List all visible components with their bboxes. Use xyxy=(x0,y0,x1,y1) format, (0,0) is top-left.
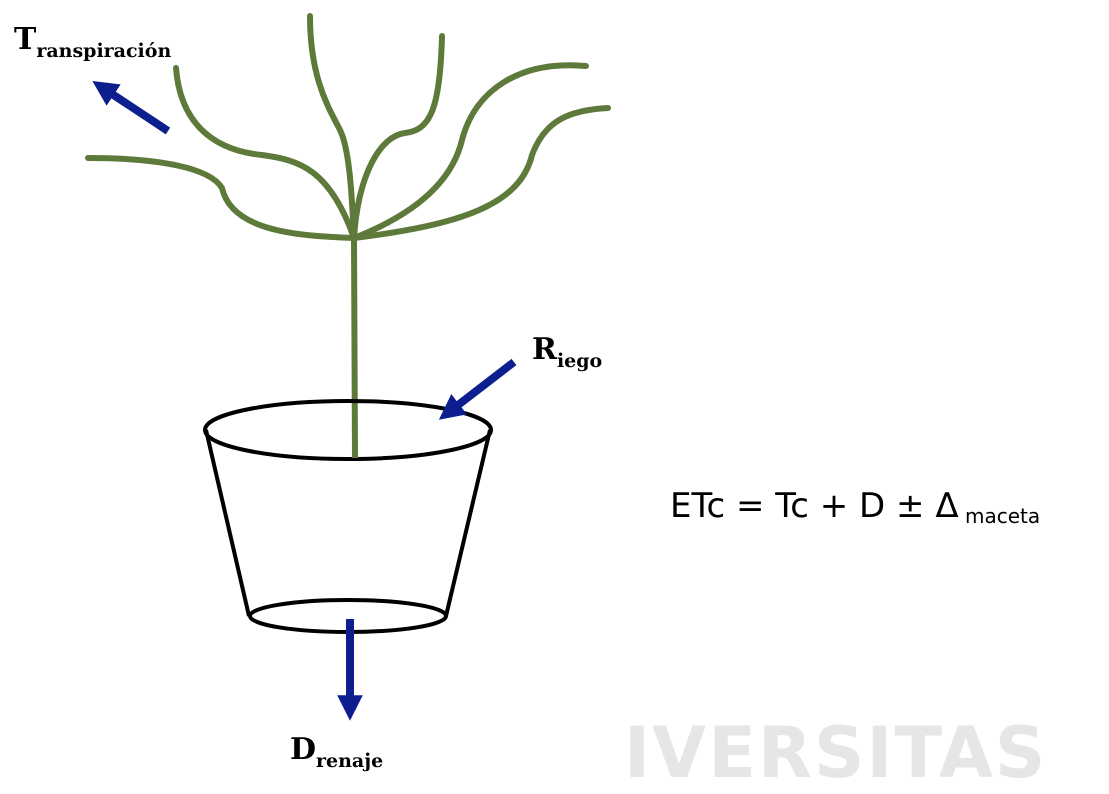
drainage-label: Drenaje xyxy=(290,732,383,767)
plant-branch-right-mid xyxy=(354,36,442,238)
irrigation-label: Riego xyxy=(532,332,602,367)
plant-branch-center xyxy=(310,16,354,238)
drainage-label-main: D xyxy=(290,732,316,767)
irrigation-label-main: R xyxy=(532,332,557,367)
crop-evapotranspiration-equation: ETc = Tc + D ± Δ maceta xyxy=(670,486,1040,526)
transpiration-label: Transpiración xyxy=(14,22,171,57)
pot-right-side xyxy=(446,430,490,616)
transpiration-label-sub: ranspiración xyxy=(36,40,171,62)
irrigation-label-sub: iego xyxy=(557,350,602,372)
plant xyxy=(88,16,608,458)
irrigation-arrow xyxy=(449,362,514,412)
equation-main: ETc = Tc + D ± Δ xyxy=(670,486,959,526)
drainage-label-sub: renaje xyxy=(316,750,383,772)
plant-pot-diagram xyxy=(0,0,1109,778)
transpiration-label-main: T xyxy=(14,22,36,57)
plant-branch-left-high xyxy=(176,68,354,238)
pot xyxy=(205,401,491,632)
equation-subscript: maceta xyxy=(959,504,1041,528)
pot-left-side xyxy=(206,430,249,616)
transpiration-arrow xyxy=(103,88,168,131)
plant-stem xyxy=(354,238,355,458)
